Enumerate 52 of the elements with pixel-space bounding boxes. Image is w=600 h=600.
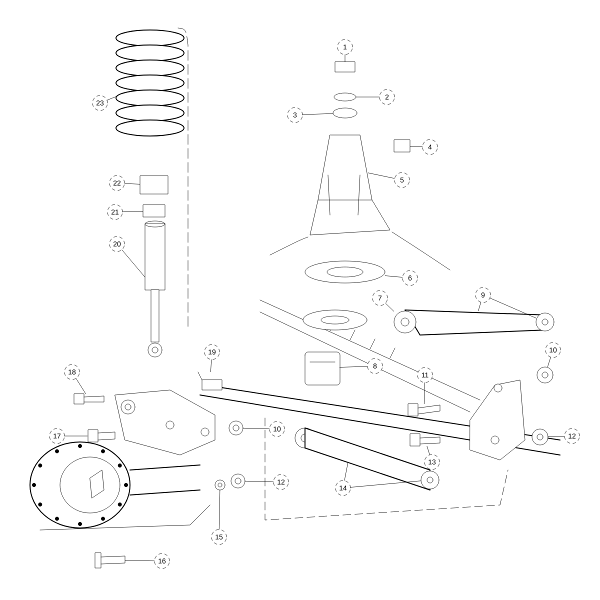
leader-line bbox=[350, 480, 421, 488]
bolt bbox=[94, 552, 126, 568]
leader-line bbox=[125, 560, 154, 562]
leader-line bbox=[547, 357, 551, 367]
leader-line bbox=[490, 298, 536, 318]
leader-line bbox=[410, 146, 422, 147]
bolt bbox=[408, 404, 440, 416]
nut bbox=[228, 420, 244, 436]
leader-line bbox=[340, 366, 368, 368]
lower-control-arm bbox=[304, 428, 430, 490]
leader-line bbox=[344, 463, 348, 481]
bushing bbox=[394, 310, 416, 334]
leader-line bbox=[302, 113, 333, 115]
leader-line bbox=[426, 446, 430, 455]
nut bbox=[532, 428, 548, 446]
nut bbox=[536, 366, 554, 384]
washer bbox=[334, 92, 356, 102]
washer bbox=[332, 108, 358, 118]
bushing bbox=[536, 312, 554, 332]
bolt bbox=[74, 394, 104, 404]
leader-line bbox=[385, 303, 394, 312]
leader-line bbox=[368, 172, 395, 179]
leader-line bbox=[122, 211, 143, 212]
leader-line bbox=[424, 382, 425, 404]
leader-line bbox=[122, 250, 145, 278]
leader-line bbox=[218, 490, 220, 530]
leader-line bbox=[106, 96, 116, 100]
nut bbox=[230, 474, 246, 488]
spring-tower bbox=[310, 134, 390, 236]
spring-isolator bbox=[140, 176, 168, 194]
leader-line bbox=[124, 183, 140, 184]
leader-line bbox=[478, 302, 482, 311]
leader-line bbox=[385, 276, 403, 278]
nut bbox=[334, 62, 356, 72]
leader-line bbox=[344, 54, 346, 62]
bolt bbox=[88, 430, 116, 442]
washer bbox=[214, 480, 226, 490]
leader-line bbox=[210, 359, 212, 372]
leader-line bbox=[76, 378, 86, 394]
leader-line bbox=[548, 436, 564, 437]
bushing bbox=[420, 470, 440, 490]
bolt bbox=[410, 434, 440, 446]
bump-stop bbox=[304, 352, 340, 386]
clip bbox=[198, 372, 222, 390]
leader-line bbox=[243, 428, 270, 430]
leader-line bbox=[245, 480, 274, 482]
nut bbox=[394, 140, 410, 152]
coil-spring bbox=[116, 30, 184, 136]
leader-line bbox=[356, 96, 380, 98]
spring-seat bbox=[304, 260, 386, 284]
jounce-bumper bbox=[142, 204, 166, 218]
shock-absorber bbox=[144, 220, 166, 358]
